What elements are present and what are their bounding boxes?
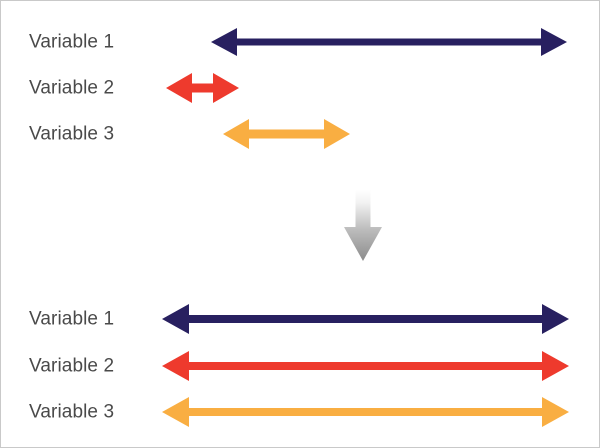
top-row-label-variable-2: Variable 2: [29, 77, 115, 99]
bottom-row-label-variable-2: Variable 2: [29, 355, 115, 377]
top-row-label-variable-1: Variable 1: [29, 31, 115, 53]
bottom-row-label-variable-3: Variable 3: [29, 401, 115, 423]
bottom-row-label-variable-1: Variable 1: [29, 308, 115, 330]
top-row-label-variable-3: Variable 3: [29, 123, 115, 145]
